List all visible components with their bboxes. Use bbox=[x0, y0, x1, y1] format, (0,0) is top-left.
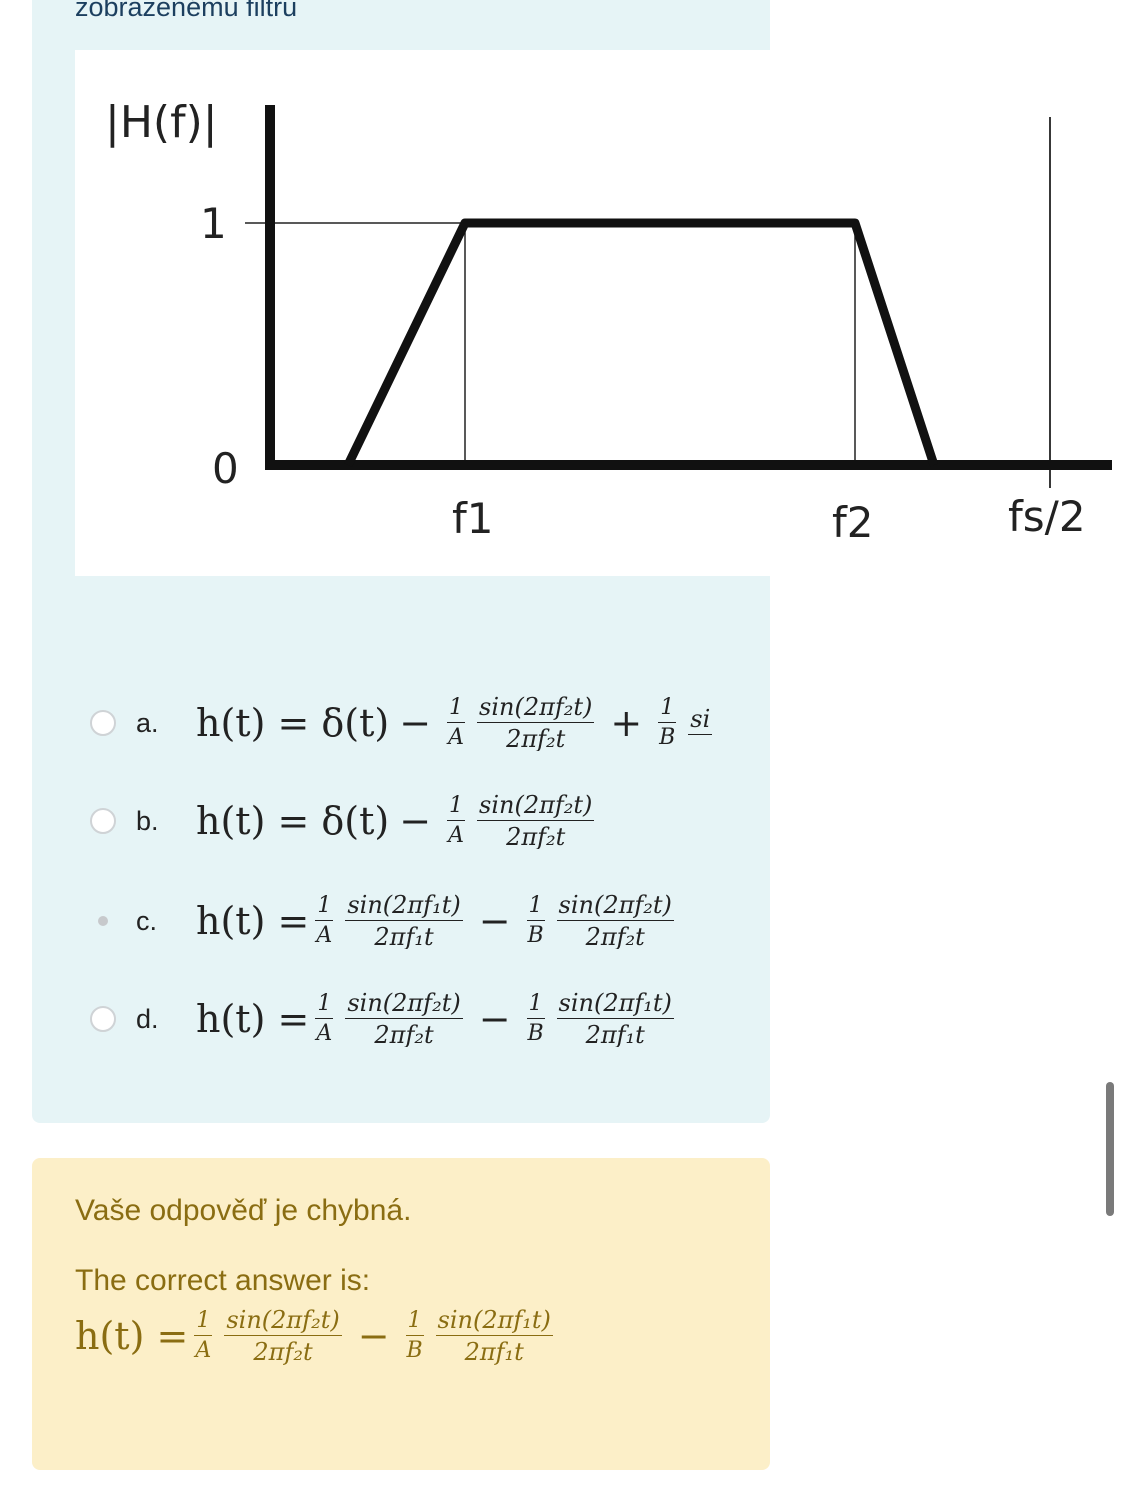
sinc-denominator: 2πf₂t bbox=[374, 1021, 434, 1047]
sinc-numerator: sin(2πf₁t) bbox=[345, 893, 463, 921]
sinc-fraction: sin(2πf₂t)2πf₂t bbox=[556, 893, 674, 949]
question-text: zobrazenému filtru bbox=[75, 0, 298, 22]
formula-operator: − bbox=[478, 997, 511, 1041]
sinc-denominator: 2πf₁t bbox=[585, 1021, 645, 1047]
formula-lhs: h(t) = bbox=[196, 899, 310, 943]
formula-operator: − bbox=[478, 899, 511, 943]
feedback-wrong-text: Vaše odpověď je chybná. bbox=[75, 1194, 412, 1227]
formula-operator: + bbox=[610, 701, 643, 745]
coefficient-numerator: 1 bbox=[315, 993, 334, 1019]
formula-lhs: h(t) = bbox=[75, 1314, 189, 1358]
sinc-denominator: 2πf₁t bbox=[464, 1338, 524, 1366]
coefficient-numerator: 1 bbox=[315, 895, 334, 921]
coefficient-numerator: 1 bbox=[447, 697, 466, 723]
sinc-numerator: sin(2πf₁t) bbox=[435, 1306, 553, 1336]
sinc-denominator: 2πf₂t bbox=[506, 725, 566, 751]
formula-operator: − bbox=[399, 701, 432, 745]
y-axis-label: |H(f)| bbox=[105, 97, 218, 148]
answer-letter: b. bbox=[136, 805, 159, 836]
answer-letter: a. bbox=[136, 707, 159, 738]
sinc-numerator: sin(2πf₂t) bbox=[345, 991, 463, 1019]
sinc-fraction: sin(2πf₁t)2πf₁t bbox=[345, 893, 463, 949]
formula-lhs: h(t) = bbox=[196, 997, 310, 1041]
formula-operator: − bbox=[357, 1314, 390, 1358]
sinc-fraction: sin(2πf₂t)2πf₂t bbox=[345, 991, 463, 1047]
radio-button[interactable] bbox=[90, 710, 116, 736]
formula-lhs: h(t) = δ(t) bbox=[196, 701, 390, 745]
coefficient-numerator: 1 bbox=[526, 993, 545, 1019]
series-line bbox=[343, 218, 939, 467]
scrollbar[interactable] bbox=[1106, 1082, 1114, 1216]
answer-letter: d. bbox=[136, 1003, 159, 1034]
coefficient-denominator: A bbox=[195, 1338, 212, 1363]
coefficient-numerator: 1 bbox=[658, 697, 677, 723]
sinc-denominator: 2πf₂t bbox=[506, 823, 566, 849]
sinc-numerator: sin(2πf₂t) bbox=[224, 1306, 342, 1336]
x-label-f2: f2 bbox=[832, 498, 874, 547]
formula-operator: − bbox=[399, 799, 432, 843]
coefficient-denominator: B bbox=[659, 725, 676, 750]
coefficient-numerator: 1 bbox=[194, 1310, 213, 1336]
sinc-fraction: sin(2πf₂t)2πf₂t bbox=[477, 695, 595, 751]
answer-letter: c. bbox=[136, 905, 158, 936]
sinc-numerator: si bbox=[688, 705, 713, 735]
sinc-fraction: sin(2πf₁t)2πf₁t bbox=[556, 991, 674, 1047]
x-label-fs2: fs/2 bbox=[1008, 492, 1086, 541]
sinc-fraction: si bbox=[688, 705, 713, 739]
radio-button[interactable] bbox=[90, 1006, 116, 1032]
feedback-correct-label: The correct answer is: bbox=[75, 1264, 371, 1297]
y-tick-label-0: 0 bbox=[212, 444, 239, 493]
coefficient-denominator: A bbox=[316, 923, 333, 948]
coefficient-denominator: A bbox=[316, 1021, 333, 1046]
coefficient-denominator: B bbox=[527, 923, 544, 948]
sinc-denominator: 2πf₁t bbox=[374, 923, 434, 949]
coefficient-numerator: 1 bbox=[447, 795, 466, 821]
feedback-box: Vaše odpověď je chybná. The correct answ… bbox=[32, 1158, 770, 1470]
coefficient-denominator: B bbox=[527, 1021, 544, 1046]
coefficient-denominator: A bbox=[448, 725, 464, 750]
sinc-fraction: sin(2πf₁t)2πf₁t bbox=[435, 1306, 553, 1366]
sinc-denominator: 2πf₂t bbox=[585, 923, 645, 949]
formula-lhs: h(t) = δ(t) bbox=[196, 799, 390, 843]
coefficient-denominator: A bbox=[448, 823, 464, 848]
y-tick-label-1: 1 bbox=[200, 199, 227, 248]
coefficient-denominator: B bbox=[406, 1338, 423, 1363]
sinc-fraction: sin(2πf₂t)2πf₂t bbox=[477, 793, 595, 849]
sinc-numerator: sin(2πf₂t) bbox=[477, 695, 595, 723]
coefficient-numerator: 1 bbox=[405, 1310, 424, 1336]
sinc-numerator: sin(2πf₂t) bbox=[477, 793, 595, 821]
radio-button[interactable] bbox=[90, 808, 116, 834]
sinc-denominator: 2πf₂t bbox=[253, 1338, 313, 1366]
filter-response-chart: |H(f)| 1 0 f1 f2 fs/2 bbox=[105, 97, 1112, 547]
coefficient-numerator: 1 bbox=[526, 895, 545, 921]
sinc-numerator: sin(2πf₁t) bbox=[556, 991, 674, 1019]
sinc-fraction: sin(2πf₂t)2πf₂t bbox=[224, 1306, 342, 1366]
radio-button[interactable] bbox=[90, 908, 116, 934]
sinc-numerator: sin(2πf₂t) bbox=[556, 893, 674, 921]
x-label-f1: f1 bbox=[452, 494, 494, 543]
